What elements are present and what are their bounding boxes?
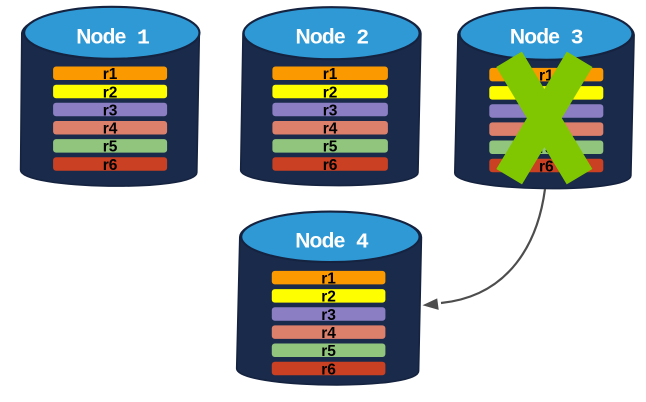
svg-text:r3: r3 [321, 307, 336, 324]
svg-text:r4: r4 [103, 121, 118, 138]
svg-text:r5: r5 [323, 139, 338, 156]
svg-text:Node: Node [510, 25, 559, 48]
svg-text:r2: r2 [321, 289, 336, 306]
svg-text:r3: r3 [103, 102, 118, 119]
svg-text:1: 1 [137, 26, 150, 50]
svg-text:r6: r6 [539, 158, 554, 175]
svg-text:Node: Node [76, 25, 125, 48]
svg-text:r4: r4 [321, 325, 336, 342]
svg-text:r5: r5 [321, 343, 336, 360]
svg-text:r6: r6 [323, 157, 338, 174]
svg-text:Node: Node [296, 25, 345, 48]
svg-text:r2: r2 [323, 84, 338, 101]
svg-text:3: 3 [571, 26, 584, 50]
svg-text:r3: r3 [323, 102, 338, 119]
svg-text:Node: Node [295, 230, 344, 253]
svg-text:4: 4 [356, 231, 369, 255]
svg-text:r1: r1 [323, 66, 338, 83]
svg-text:r5: r5 [103, 139, 118, 156]
svg-text:2: 2 [356, 26, 369, 50]
svg-text:r1: r1 [321, 271, 336, 288]
svg-text:r6: r6 [103, 157, 118, 174]
svg-text:r6: r6 [321, 361, 336, 378]
svg-text:r1: r1 [103, 66, 118, 83]
svg-text:r2: r2 [103, 84, 118, 101]
svg-text:r4: r4 [323, 121, 338, 138]
